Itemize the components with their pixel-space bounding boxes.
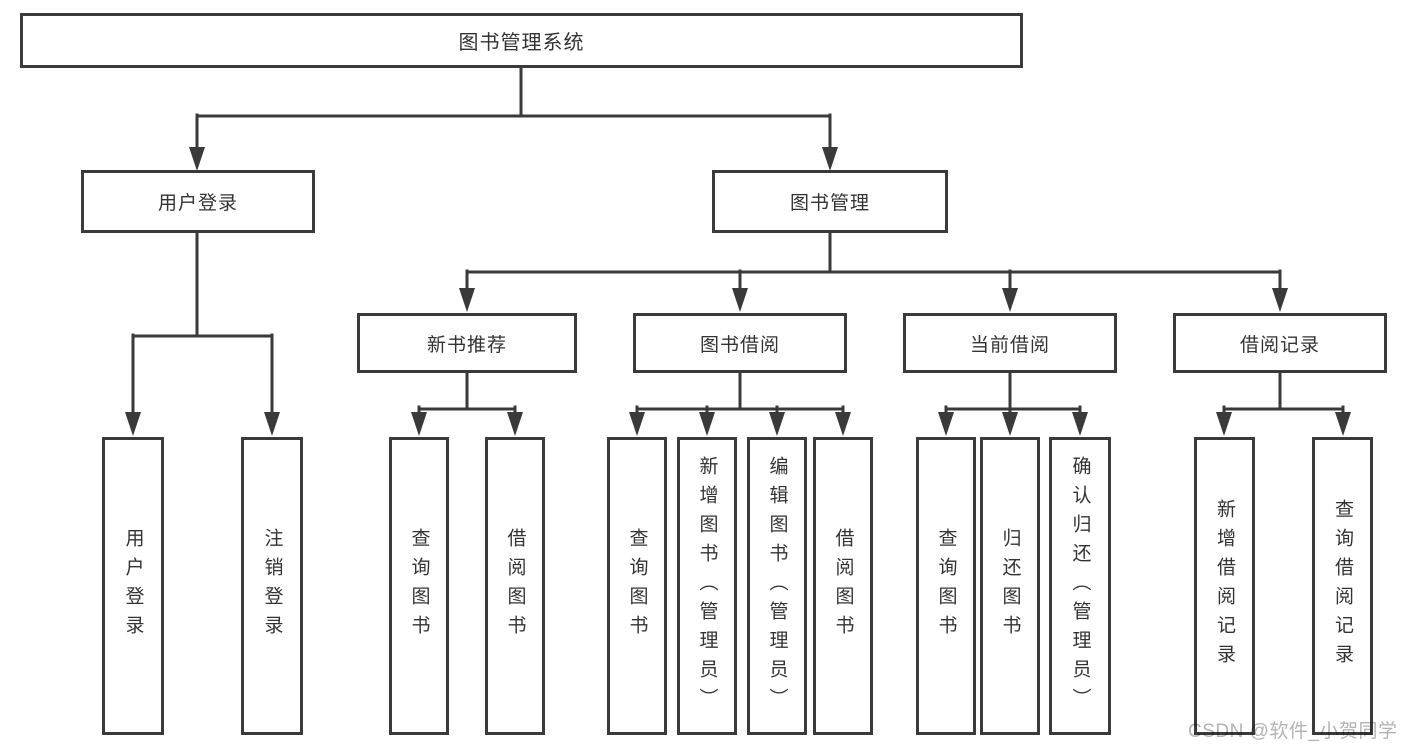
arrow-down-icon <box>699 412 715 436</box>
node-current-borrow: 当前借阅 <box>903 313 1117 373</box>
arrow-down-icon <box>629 412 645 436</box>
csdn-watermark: CSDN @软件_小贺同学 <box>1188 721 1398 742</box>
leaf-query-book-borrow: 查询图书 <box>607 437 667 735</box>
arrow-down-icon <box>264 412 280 436</box>
node-label: 查询借阅记录 <box>1332 499 1353 673</box>
node-label: 用户登录 <box>122 528 144 644</box>
arrow-down-icon <box>189 147 205 171</box>
node-library-management-system: 图书管理系统 <box>20 13 1023 68</box>
node-label: 新增图书（管理员） <box>696 455 718 717</box>
arrow-down-icon <box>1072 412 1088 436</box>
arrow-down-icon <box>1216 412 1232 436</box>
leaf-borrow-book-recommend: 借阅图书 <box>485 437 545 735</box>
leaf-confirm-return-admin: 确认归还（管理员） <box>1049 437 1111 735</box>
leaf-borrow-book: 借阅图书 <box>813 437 873 735</box>
node-label: 查询图书 <box>408 528 430 644</box>
arrow-down-icon <box>459 288 475 312</box>
node-label: 归还图书 <box>999 528 1021 644</box>
leaf-query-borrow-record: 查询借阅记录 <box>1312 437 1373 735</box>
node-book-management: 图书管理 <box>712 170 948 233</box>
node-label: 当前借阅 <box>969 334 1050 356</box>
node-label: 新书推荐 <box>426 334 507 356</box>
arrow-down-icon <box>938 412 954 436</box>
node-user-login: 用户登录 <box>81 170 315 233</box>
node-label: 查询图书 <box>626 528 648 644</box>
arrowheads <box>125 147 1351 436</box>
node-label: 图书管理系统 <box>458 32 585 54</box>
leaf-edit-book-admin: 编辑图书（管理员） <box>747 437 807 735</box>
node-label: 借阅图书 <box>504 528 526 644</box>
leaf-return-book: 归还图书 <box>980 437 1040 735</box>
node-label: 借阅图书 <box>832 528 854 644</box>
node-label: 用户登录 <box>157 193 238 214</box>
arrow-down-icon <box>822 147 838 171</box>
node-label: 图书管理 <box>789 193 870 214</box>
leaf-add-book-admin: 新增图书（管理员） <box>677 437 737 735</box>
arrow-down-icon <box>1272 288 1288 312</box>
arrow-down-icon <box>1002 288 1018 312</box>
leaf-query-book-current: 查询图书 <box>916 437 976 735</box>
node-label: 借阅记录 <box>1239 334 1320 356</box>
arrow-down-icon <box>125 412 141 436</box>
leaf-query-book-recommend: 查询图书 <box>389 437 449 735</box>
arrow-down-icon <box>411 412 427 436</box>
leaf-logout: 注销登录 <box>241 437 303 735</box>
arrow-down-icon <box>507 412 523 436</box>
node-borrow-records: 借阅记录 <box>1173 313 1387 373</box>
node-label: 确认归还（管理员） <box>1069 455 1091 717</box>
arrow-down-icon <box>835 412 851 436</box>
arrow-down-icon <box>769 412 785 436</box>
node-label: 注销登录 <box>261 528 283 644</box>
node-new-book-recommend: 新书推荐 <box>357 313 577 373</box>
leaf-user-login: 用户登录 <box>102 437 164 735</box>
node-label: 查询图书 <box>935 528 957 644</box>
node-label: 编辑图书（管理员） <box>766 455 788 717</box>
leaf-add-borrow-record: 新增借阅记录 <box>1194 437 1255 735</box>
arrow-down-icon <box>1002 412 1018 436</box>
arrow-down-icon <box>1335 412 1351 436</box>
connector-path <box>131 66 1345 418</box>
node-label: 图书借阅 <box>699 334 780 356</box>
node-book-borrow: 图书借阅 <box>633 313 847 373</box>
node-label: 新增借阅记录 <box>1214 499 1235 673</box>
arrow-down-icon <box>732 288 748 312</box>
